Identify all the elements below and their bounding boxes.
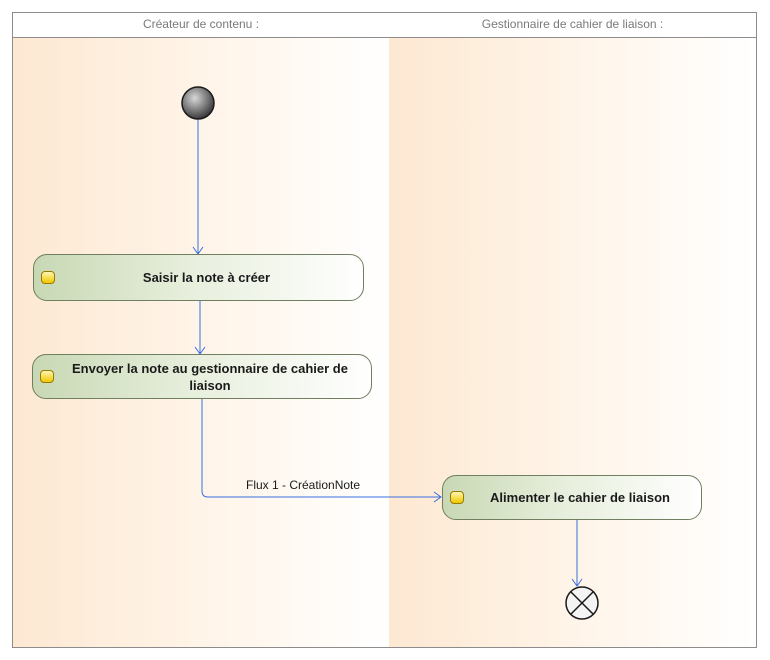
edge-start-to-saisir (192, 119, 204, 255)
final-node (565, 586, 599, 620)
swimlane-gestionnaire-cahier: Gestionnaire de cahier de liaison : (389, 13, 756, 647)
action-label: Alimenter le cahier de liaison (490, 490, 670, 505)
flow-label: Flux 1 - CréationNote (246, 478, 361, 492)
action-label: Saisir la note à créer (142, 270, 271, 285)
edge-alimenter-to-end (571, 520, 583, 587)
edge-envoyer-to-alimenter (201, 399, 442, 503)
swimlane-title: Gestionnaire de cahier de liaison : (389, 13, 756, 38)
action-alimenter-cahier[interactable]: Alimenter le cahier de liaison (442, 475, 702, 520)
action-icon (450, 490, 464, 504)
edge-saisir-to-envoyer (194, 301, 206, 355)
action-icon (40, 369, 54, 383)
swimlane-title: Créateur de contenu : (13, 13, 389, 38)
action-saisir-note[interactable]: Saisir la note à créer (33, 254, 364, 301)
initial-node (181, 86, 215, 120)
action-icon (41, 270, 55, 284)
action-envoyer-note[interactable]: Envoyer la note au gestionnaire de cahie… (32, 354, 372, 399)
action-label: Envoyer la note au gestionnaire de cahie… (72, 360, 348, 393)
